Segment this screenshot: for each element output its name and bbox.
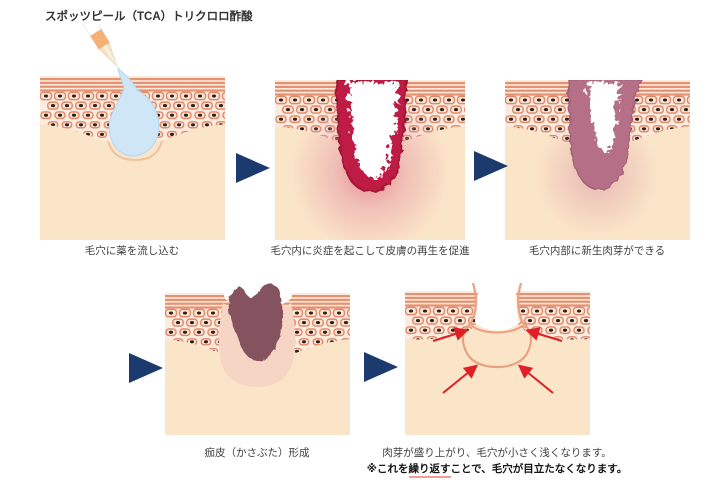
pore-opening xyxy=(475,283,519,331)
skin-cross-section-step2 xyxy=(275,77,465,252)
page-title: スポッツピール（TCA）トリクロロ酢酸 xyxy=(45,11,253,23)
step1-illustration xyxy=(40,15,225,245)
step2-caption: 毛穴内に炎症を起こして皮膚の再生を促進 xyxy=(270,245,470,257)
step-arrow-icon xyxy=(364,352,398,382)
applicator-swab-icon xyxy=(82,15,118,68)
scab xyxy=(227,283,283,359)
pore-floor-line xyxy=(470,324,524,334)
acid-drop xyxy=(108,66,160,157)
step4-caption: 痂皮（かさぶた）形成 xyxy=(204,447,310,459)
contraction-arrows-icon xyxy=(432,327,563,394)
note-suffix: ことで、毛穴が目立たなくなります。 xyxy=(450,463,628,475)
step3-illustration xyxy=(505,77,690,245)
skin-cross-section-step5 xyxy=(405,282,590,435)
step5-illustration xyxy=(405,282,590,440)
pore-outline xyxy=(105,123,165,162)
healed-pore-outline xyxy=(461,282,533,369)
step-arrow-icon xyxy=(236,153,270,183)
step-arrow-icon xyxy=(474,151,508,181)
step2-illustration xyxy=(275,77,465,252)
step4-illustration xyxy=(165,282,350,440)
skin-cross-section-step1 xyxy=(40,15,225,240)
skin-cross-section-step4 xyxy=(165,282,350,435)
step3-caption: 毛穴内部に新生肉芽ができる xyxy=(528,245,666,257)
step5-note: ※これを繰り返すことで、毛穴が目立たなくなります。 xyxy=(347,461,647,478)
note-prefix: ※これを xyxy=(366,463,409,475)
pore-interior xyxy=(345,78,395,174)
pore-interior xyxy=(585,78,617,148)
skin-cross-section-step3 xyxy=(505,77,690,240)
step5-caption: 肉芽が盛り上がり、毛穴が小さく浅くなります。 xyxy=(382,447,612,459)
step1-caption: 毛穴に薬を流し込む xyxy=(84,245,180,257)
note-underlined-text: 繰り返す xyxy=(408,463,451,478)
step-arrow-icon xyxy=(129,353,163,383)
